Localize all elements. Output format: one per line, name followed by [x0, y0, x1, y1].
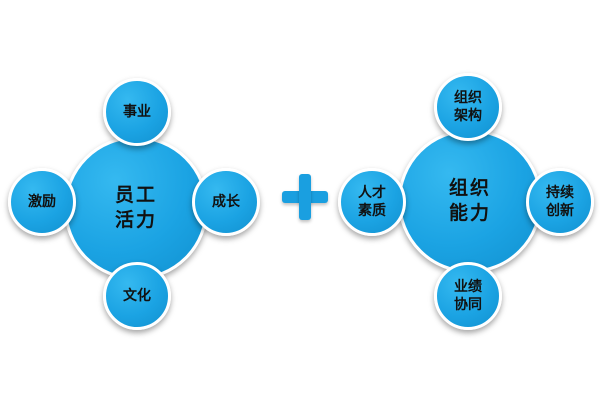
organizational-capability-label-2: 能力	[448, 202, 491, 224]
continuous-innovation-label-1: 持续	[546, 185, 574, 201]
plus-vertical-bar	[299, 174, 311, 220]
performance-synergy-label-2: 协同	[454, 297, 482, 313]
talent-quality-circle: 人才 素质	[338, 168, 406, 236]
growth-label: 成长	[212, 194, 240, 210]
plus-icon	[282, 174, 328, 220]
talent-quality-label-2: 素质	[358, 203, 386, 219]
employee-vitality-label-2: 活力	[114, 209, 157, 231]
continuous-innovation-circle: 持续 创新	[526, 168, 594, 236]
growth-circle: 成长	[192, 168, 260, 236]
incentive-circle: 激励	[8, 168, 76, 236]
continuous-innovation-label-2: 创新	[546, 203, 574, 219]
culture-circle: 文化	[103, 262, 171, 330]
organizational-capability-circle: 组织 能力	[398, 129, 542, 273]
incentive-label: 激励	[28, 194, 56, 210]
performance-synergy-label-1: 业绩	[454, 279, 482, 295]
org-structure-label-1: 组织	[454, 90, 482, 106]
talent-quality-label-1: 人才	[358, 185, 386, 201]
org-structure-circle: 组织 架构	[434, 73, 502, 141]
performance-synergy-circle: 业绩 协同	[434, 262, 502, 330]
career-label: 事业	[123, 104, 151, 120]
employee-vitality-circle: 员工 活力	[64, 136, 208, 280]
career-circle: 事业	[103, 78, 171, 146]
culture-label: 文化	[123, 288, 151, 304]
employee-vitality-label-1: 员工	[114, 184, 157, 206]
org-structure-label-2: 架构	[454, 108, 482, 124]
organizational-capability-label-1: 组织	[448, 177, 491, 199]
